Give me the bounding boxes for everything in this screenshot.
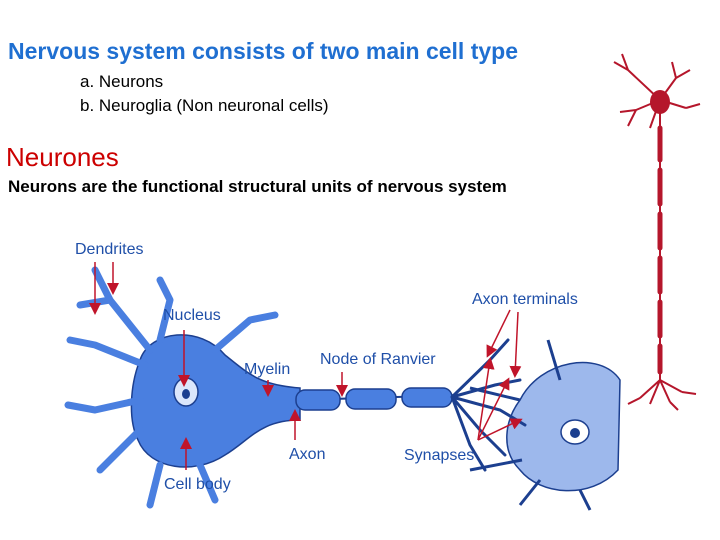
myelin-label: Myelin <box>244 361 290 378</box>
axon-terminals-arrow <box>486 309 511 358</box>
node-of-ranvier-label: Node of Ranvier <box>320 351 436 368</box>
synapses-arrow <box>477 377 510 441</box>
nucleus-label: Nucleus <box>163 307 221 324</box>
section-text: Neurons are the functional structural un… <box>8 177 507 196</box>
synapses-arrow <box>477 357 495 441</box>
section-heading: Neurones <box>6 142 119 172</box>
synapses-label: Synapses <box>404 447 474 464</box>
axon-terminals-arrow <box>509 311 522 378</box>
diagram-labels: Dendrites Nucleus Myelin Node of Ranvier… <box>75 241 578 493</box>
cell-type-list: a. Neurons b. Neuroglia (Non neuronal ce… <box>80 70 329 118</box>
axon-myelin-sheath <box>295 387 461 411</box>
axon-label: Axon <box>289 446 325 463</box>
synapses-arrow <box>477 418 523 441</box>
list-item: b. Neuroglia (Non neuronal cells) <box>80 96 329 115</box>
dendrites-label: Dendrites <box>75 241 143 258</box>
side-neuron-illustration <box>613 53 701 411</box>
cell-body-label: Cell body <box>164 476 231 493</box>
axon-terminals-label: Axon terminals <box>472 291 578 308</box>
label-arrows <box>89 262 523 470</box>
slide-title: Nervous system consists of two main cell… <box>8 38 518 64</box>
list-item: a. Neurons <box>80 72 164 91</box>
neuron-cell-body <box>64 266 301 509</box>
postsynaptic-neuron <box>469 339 621 511</box>
